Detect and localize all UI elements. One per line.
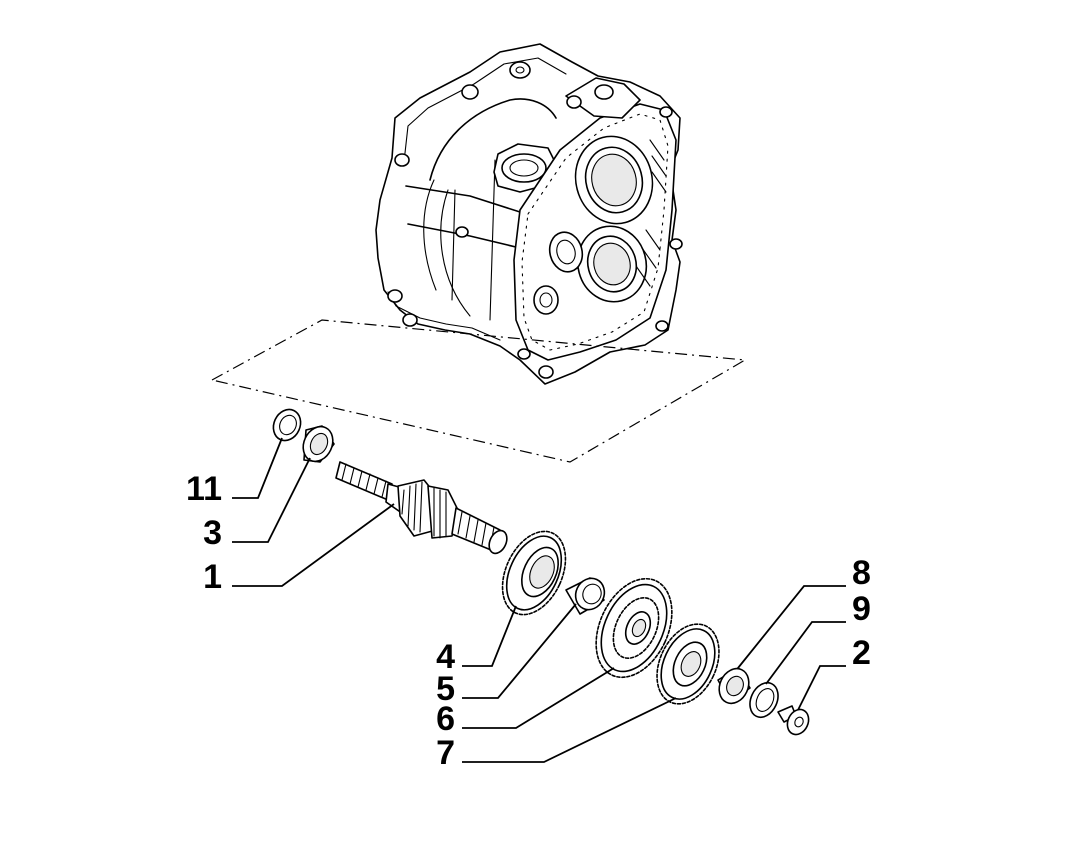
bearing-part-3: [302, 425, 335, 463]
primary-shaft-part-1: [335, 461, 508, 555]
callout-7: 7: [436, 734, 455, 772]
gear-part-7: [656, 623, 720, 705]
mounting-plane-outline: [210, 319, 747, 463]
bearing-part-8: [717, 667, 751, 705]
callout-4: 4: [436, 638, 455, 676]
callout-3: 3: [203, 514, 222, 552]
callout-5: 5: [436, 670, 455, 708]
callout-11: 11: [186, 470, 222, 508]
leader-lines: [232, 437, 846, 763]
seal-ring-part-11: [272, 408, 302, 442]
callout-8: 8: [852, 554, 871, 592]
screw-part-2: [777, 705, 810, 736]
callout-6: 6: [436, 700, 455, 738]
callout-labels: 11 3 1 4 5 6 7 8 9 2: [186, 470, 871, 772]
callout-2: 2: [852, 634, 871, 672]
callout-1: 1: [203, 558, 222, 596]
gearbox-housing: [375, 43, 683, 385]
gear-part-4: [501, 530, 567, 616]
callout-9: 9: [852, 590, 871, 628]
gear-part-6: [595, 577, 673, 679]
ring-part-9: [749, 681, 779, 719]
